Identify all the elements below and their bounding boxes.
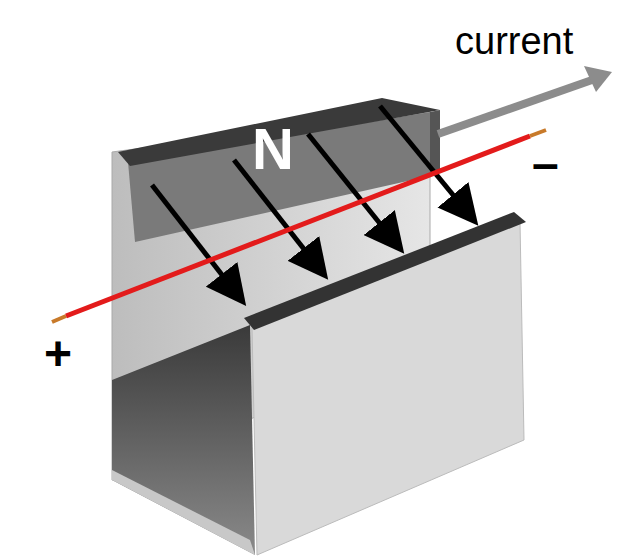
terminal-label: + <box>44 330 72 378</box>
terminal-label: – <box>532 140 559 188</box>
pole-label: N <box>252 120 294 178</box>
current-label: current <box>455 22 573 60</box>
